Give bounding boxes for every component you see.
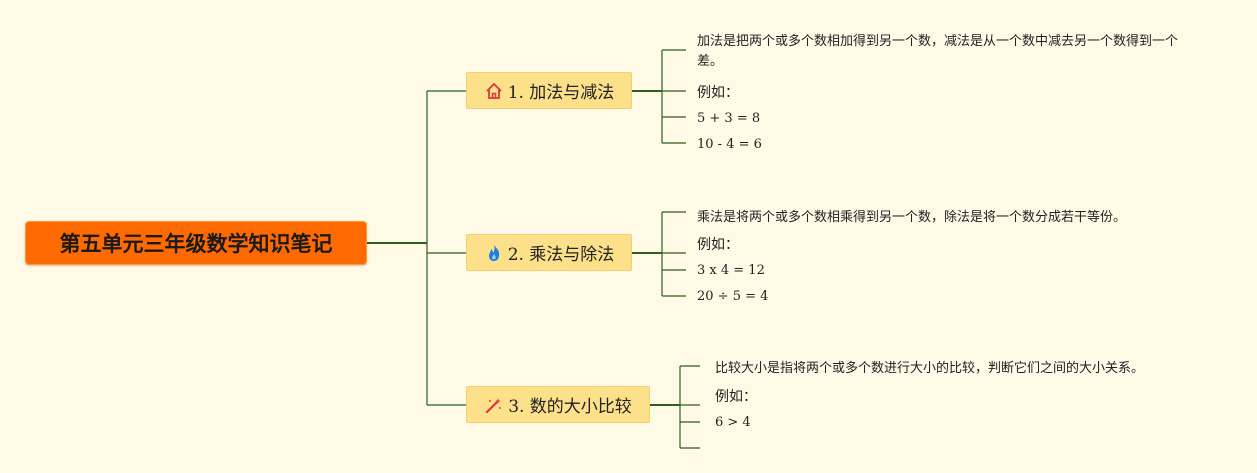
leaf-example: 3 x 4 = 12 [697,263,765,278]
leaf-example: 10 - 4 = 6 [697,137,762,152]
leaf-example-label: 例如： [697,237,739,253]
leaf-example: 20 ÷ 5 = 4 [697,289,769,304]
root-topic[interactable]: 第五单元三年级数学知识笔记 [25,221,367,265]
root-title: 第五单元三年级数学知识笔记 [59,232,333,256]
branch-label: 3. 数的大小比较 [508,397,632,417]
flame-icon [484,243,504,263]
branch-multiplication-division[interactable]: 2. 乘法与除法 [466,234,632,271]
leaf-example: 5 + 3 = 8 [697,111,761,126]
leaf-example: 6 > 4 [715,415,751,430]
branch-addition-subtraction[interactable]: 1. 加法与减法 [466,72,632,109]
house-icon [484,81,504,101]
leaf-definition: 乘法是将两个或多个数相乘得到另一个数，除法是将一个数分成若干等份。 [697,210,1127,225]
leaf-example-label: 例如： [697,85,739,101]
leaf-definition: 比较大小是指将两个或多个数进行大小的比较，判断它们之间的大小关系。 [715,361,1145,376]
leaf-definition: 加法是把两个或多个数相加得到另一个数，减法是从一个数中减去另一个数得到一个差。 [697,34,1179,69]
branch-number-comparison[interactable]: 3. 数的大小比较 [466,386,650,423]
branch-label: 1. 加法与减法 [507,83,615,103]
magic-wand-icon [484,395,504,415]
leaf-example-label: 例如： [715,389,757,405]
branch-label: 2. 乘法与除法 [507,245,615,265]
